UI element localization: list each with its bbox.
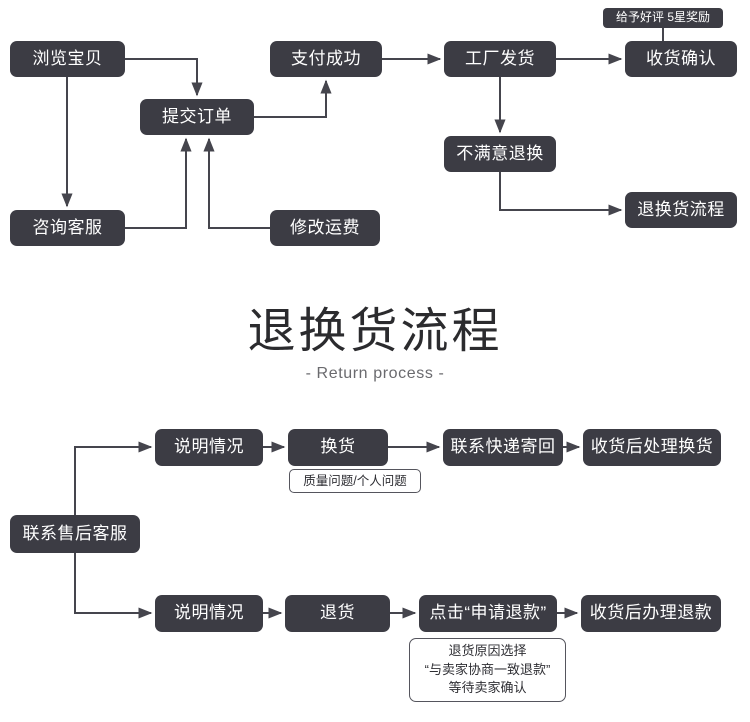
- edge-shipfee-to-submit: [203, 137, 270, 229]
- node-return-goods[interactable]: 退货: [285, 595, 390, 632]
- note-refund-line-2: “与卖家协商一致退款”: [424, 661, 551, 677]
- node-factory-shipment[interactable]: 工厂发货: [444, 41, 556, 77]
- edge-aftersale-to-rf-explain: [74, 553, 153, 619]
- node-consult-service[interactable]: 咨询客服: [10, 210, 125, 246]
- node-submit-order[interactable]: 提交订单: [140, 99, 254, 135]
- node-payment-success[interactable]: 支付成功: [270, 41, 382, 77]
- node-click-apply-refund[interactable]: 点击“申请退款”: [419, 595, 557, 632]
- node-browse-product[interactable]: 浏览宝贝: [10, 41, 125, 77]
- note-refund-line-1: 退货原因选择: [448, 642, 527, 658]
- node-refund-explain-situation[interactable]: 说明情况: [155, 595, 263, 632]
- node-process-exchange-after-receipt[interactable]: 收货后处理换货: [583, 429, 721, 466]
- node-contact-aftersale[interactable]: 联系售后客服: [10, 515, 140, 553]
- node-reward-badge[interactable]: 给予好评 5星奖励: [603, 8, 723, 28]
- note-refund-line-3: 等待卖家确认: [448, 680, 527, 696]
- note-refund-reason: 退货原因选择 “与卖家协商一致退款” 等待卖家确认: [409, 638, 566, 702]
- edge-consult-to-submit: [125, 137, 192, 229]
- node-process-refund-after-receipt[interactable]: 收货后办理退款: [581, 595, 721, 632]
- node-return-exchange-process[interactable]: 退换货流程: [625, 192, 737, 228]
- page-subtitle: - Return process -: [305, 364, 445, 382]
- edge-unsatisfied-to-returnflow: [499, 172, 623, 216]
- edge-browse-to-submit: [125, 58, 203, 97]
- edge-submit-to-pay: [254, 79, 332, 118]
- node-receipt-confirm[interactable]: 收货确认: [625, 41, 737, 77]
- node-contact-courier-send-back[interactable]: 联系快递寄回: [443, 429, 563, 466]
- note-exchange-reason: 质量问题/个人问题: [289, 469, 421, 493]
- edge-aftersale-to-ex-explain: [74, 441, 153, 515]
- node-unsatisfied-return[interactable]: 不满意退换: [444, 136, 556, 172]
- section-title-block: 退换货流程 - Return process -: [0, 305, 750, 383]
- node-modify-shipping-fee[interactable]: 修改运费: [270, 210, 380, 246]
- node-exchange-explain-situation[interactable]: 说明情况: [155, 429, 263, 466]
- page-title: 退换货流程: [247, 305, 503, 358]
- node-exchange-goods[interactable]: 换货: [288, 429, 388, 466]
